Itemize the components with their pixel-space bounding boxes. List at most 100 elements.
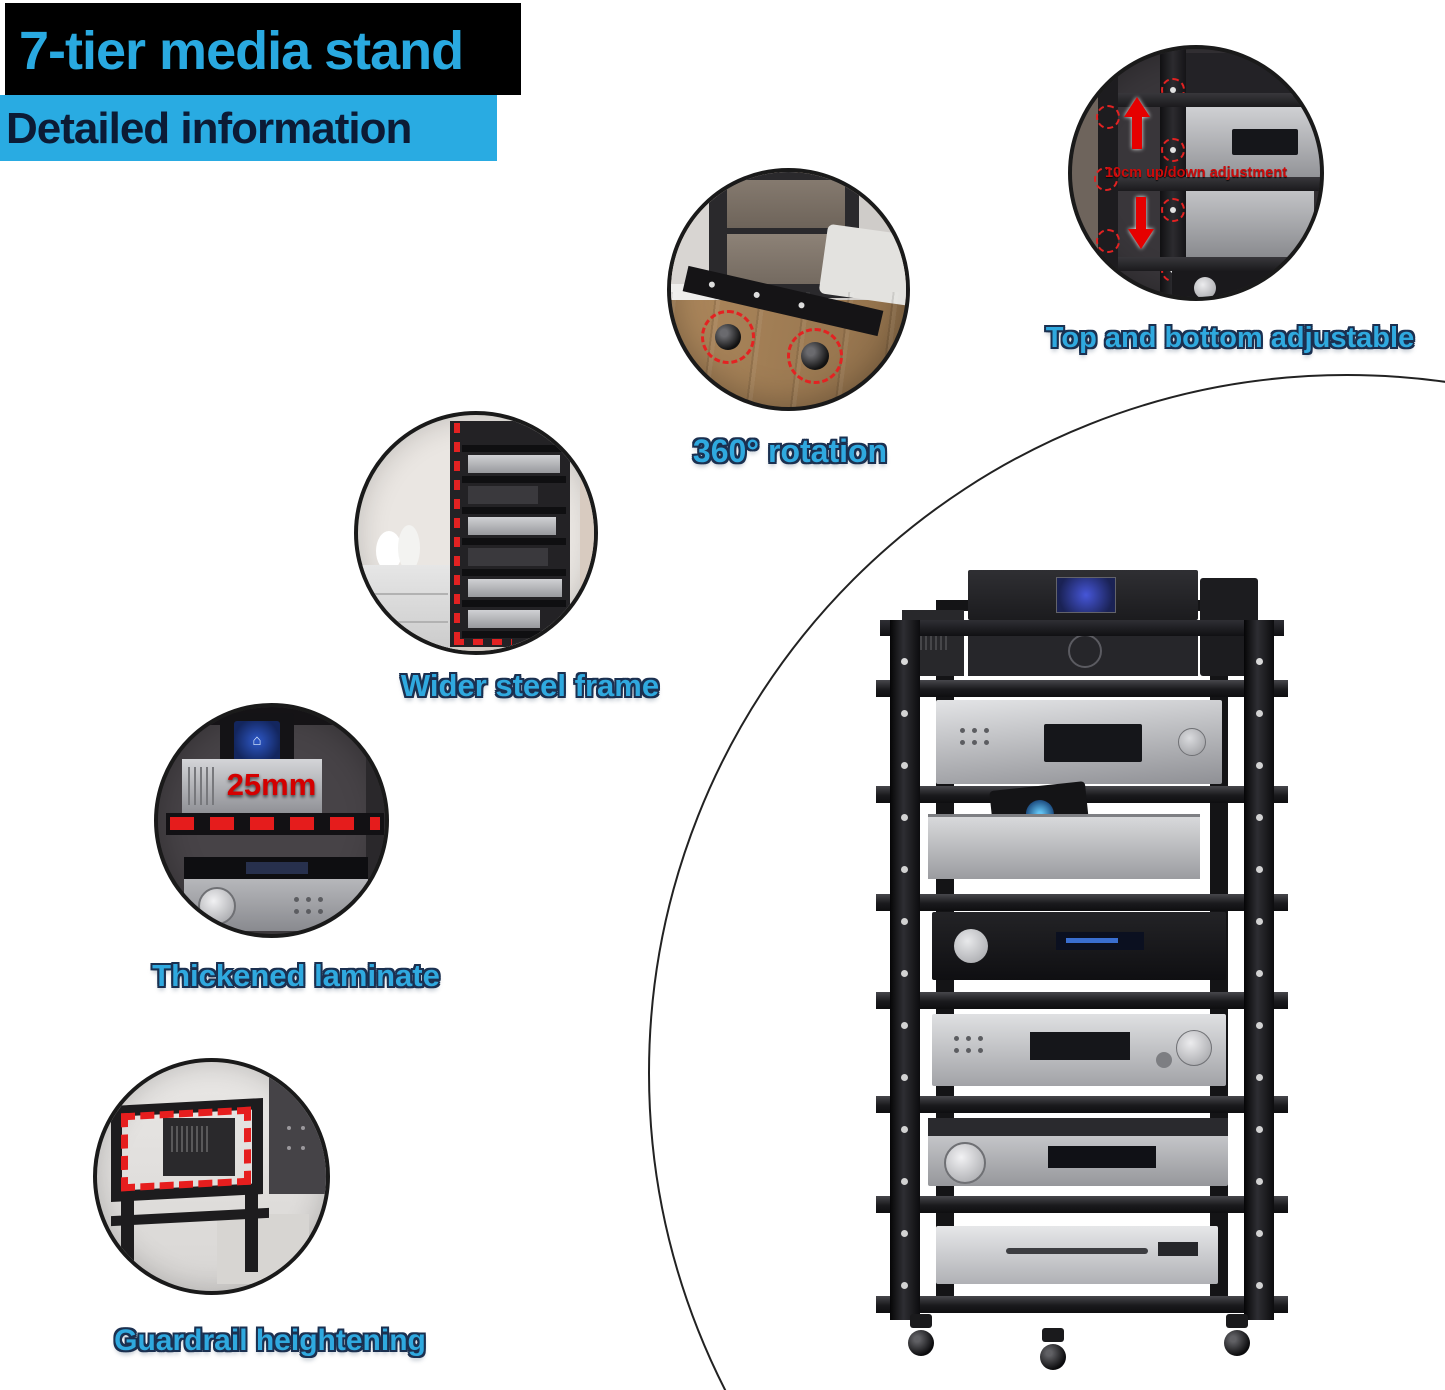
- equipment: [163, 1118, 235, 1176]
- knob: [1178, 728, 1206, 756]
- up-arrow-icon: [1124, 97, 1150, 149]
- lamp: [398, 525, 420, 571]
- equipment: [182, 759, 322, 813]
- screw-dots-column: [1256, 658, 1263, 665]
- shelf: [462, 569, 566, 576]
- equipment-display: [1232, 129, 1298, 155]
- caster-bracket: [1226, 1314, 1248, 1328]
- drawer-line: [364, 621, 448, 623]
- equipment: [468, 548, 548, 566]
- guardrail-photo: [93, 1058, 330, 1295]
- dashed-ring-icon: [701, 310, 755, 364]
- screw-dot: [797, 301, 806, 309]
- indicator-dot: [287, 1126, 291, 1130]
- rotation-photo: [667, 168, 910, 411]
- indicator-dot: [301, 1146, 305, 1150]
- rotation-caption: 360° rotation: [692, 433, 888, 469]
- rack-post: [245, 1190, 258, 1272]
- red-dashed-rectangle: [121, 1106, 251, 1192]
- shelf: [462, 600, 566, 607]
- button-dots: [294, 897, 299, 902]
- display-window: [1158, 1242, 1198, 1256]
- shelf: [462, 507, 566, 514]
- drawer-line: [364, 593, 448, 595]
- knob: [954, 929, 988, 963]
- equipment: [468, 486, 538, 504]
- shelf-3: [876, 894, 1288, 911]
- red-dashed-frame-highlight: [454, 423, 460, 645]
- screw-dots-column: [901, 658, 908, 665]
- dashed-ring-icon: [1161, 198, 1185, 222]
- indicator-dot: [287, 1146, 291, 1150]
- equipment: [1186, 107, 1320, 177]
- rack-post: [121, 1194, 134, 1272]
- receiver-top: [184, 857, 368, 879]
- caster: [1224, 1314, 1250, 1356]
- display-window: [1056, 932, 1144, 950]
- shelf-4: [876, 992, 1288, 1009]
- display-window: [1048, 1146, 1156, 1168]
- knob: [1194, 277, 1216, 297]
- dashed-ring-icon: [1096, 105, 1120, 129]
- shelf: [462, 476, 566, 483]
- equipment: [217, 1214, 309, 1284]
- equipment: [1186, 53, 1320, 96]
- media-player: [968, 570, 1198, 620]
- dresser: [358, 565, 454, 651]
- shelf-5: [876, 1096, 1288, 1113]
- media-rack-side-view: [450, 421, 570, 647]
- indicator-dot: [301, 1126, 305, 1130]
- stereo-receiver: [932, 1014, 1226, 1086]
- caster: [908, 1314, 934, 1356]
- equipment: [269, 1062, 326, 1194]
- title-bar: 7-tier media stand: [5, 3, 521, 95]
- button-dots: [954, 1036, 959, 1041]
- red-dashed-frame-highlight: [454, 639, 512, 645]
- frame-caption: Wider steel frame: [400, 668, 660, 703]
- drawer-line: [364, 647, 448, 649]
- receiver-display: [246, 862, 308, 874]
- rack-front-post-right: [1244, 620, 1274, 1320]
- caster-wheel: [1224, 1330, 1250, 1356]
- disc-logo: [1068, 634, 1102, 668]
- screw-dot: [753, 291, 761, 299]
- shelf-7: [876, 1296, 1288, 1313]
- down-arrow-icon: [1128, 197, 1154, 249]
- shelf-1: [876, 680, 1288, 697]
- rack-base-closeup: [709, 172, 859, 298]
- drawer: [727, 180, 845, 228]
- caster-wheel: [908, 1330, 934, 1356]
- equipment: [468, 517, 556, 535]
- adjustment-annotation: 10cm up/down adjustment: [1104, 165, 1288, 181]
- knob: [198, 887, 236, 925]
- cd-receiver: [936, 700, 1222, 784]
- dashed-ring-icon: [787, 328, 843, 384]
- page-title: 7-tier media stand: [19, 21, 464, 81]
- wall: [580, 415, 594, 651]
- subtitle-bar: Detailed information: [0, 95, 497, 161]
- dashed-ring-icon: [1094, 167, 1118, 191]
- vent-grille: [171, 1126, 209, 1152]
- display-window: [1030, 1032, 1130, 1060]
- guardrail-caption: Guardrail heightening: [114, 1324, 426, 1357]
- dashed-ring-icon: [1161, 138, 1185, 162]
- screw-dot: [708, 280, 716, 289]
- lamp: [376, 531, 402, 571]
- equipment: [468, 610, 540, 628]
- equipment: [468, 455, 560, 473]
- equipment: [1172, 271, 1320, 297]
- shelf: [462, 538, 566, 545]
- shelf: [1118, 93, 1320, 107]
- equipment: [1186, 191, 1314, 257]
- display-text-line: [1066, 938, 1118, 943]
- receiver-top-strip: [928, 1118, 1228, 1136]
- silver-component: [928, 814, 1200, 879]
- laminate-photo: ⌂ 25mm: [154, 703, 389, 938]
- knob: [944, 1142, 986, 1184]
- guardrail-top-rail: [880, 620, 1284, 636]
- caster-bracket: [910, 1314, 932, 1328]
- vent-grille: [188, 767, 216, 805]
- shelf: [462, 631, 566, 638]
- laminate-caption: Thickened laminate: [152, 958, 440, 993]
- caster: [1040, 1328, 1066, 1370]
